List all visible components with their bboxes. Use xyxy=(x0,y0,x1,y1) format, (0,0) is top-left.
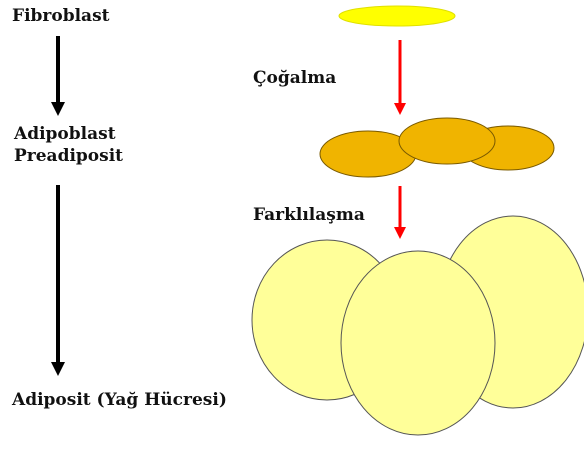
stage-label-adipoblast: Adipoblast xyxy=(14,124,116,144)
preadipocyte-cell-center xyxy=(399,118,495,164)
stage-label-adiposit: Adiposit (Yağ Hücresi) xyxy=(12,390,227,410)
stage-label-fibroblast: Fibroblast xyxy=(12,6,110,26)
process-label-proliferation: Çoğalma xyxy=(253,68,336,88)
stage-label-preadiposit: Preadiposit xyxy=(14,146,123,166)
adipocyte-cell-center xyxy=(341,251,495,435)
fibroblast-cell xyxy=(339,6,455,26)
process-label-differentiation: Farklılaşma xyxy=(253,205,365,225)
